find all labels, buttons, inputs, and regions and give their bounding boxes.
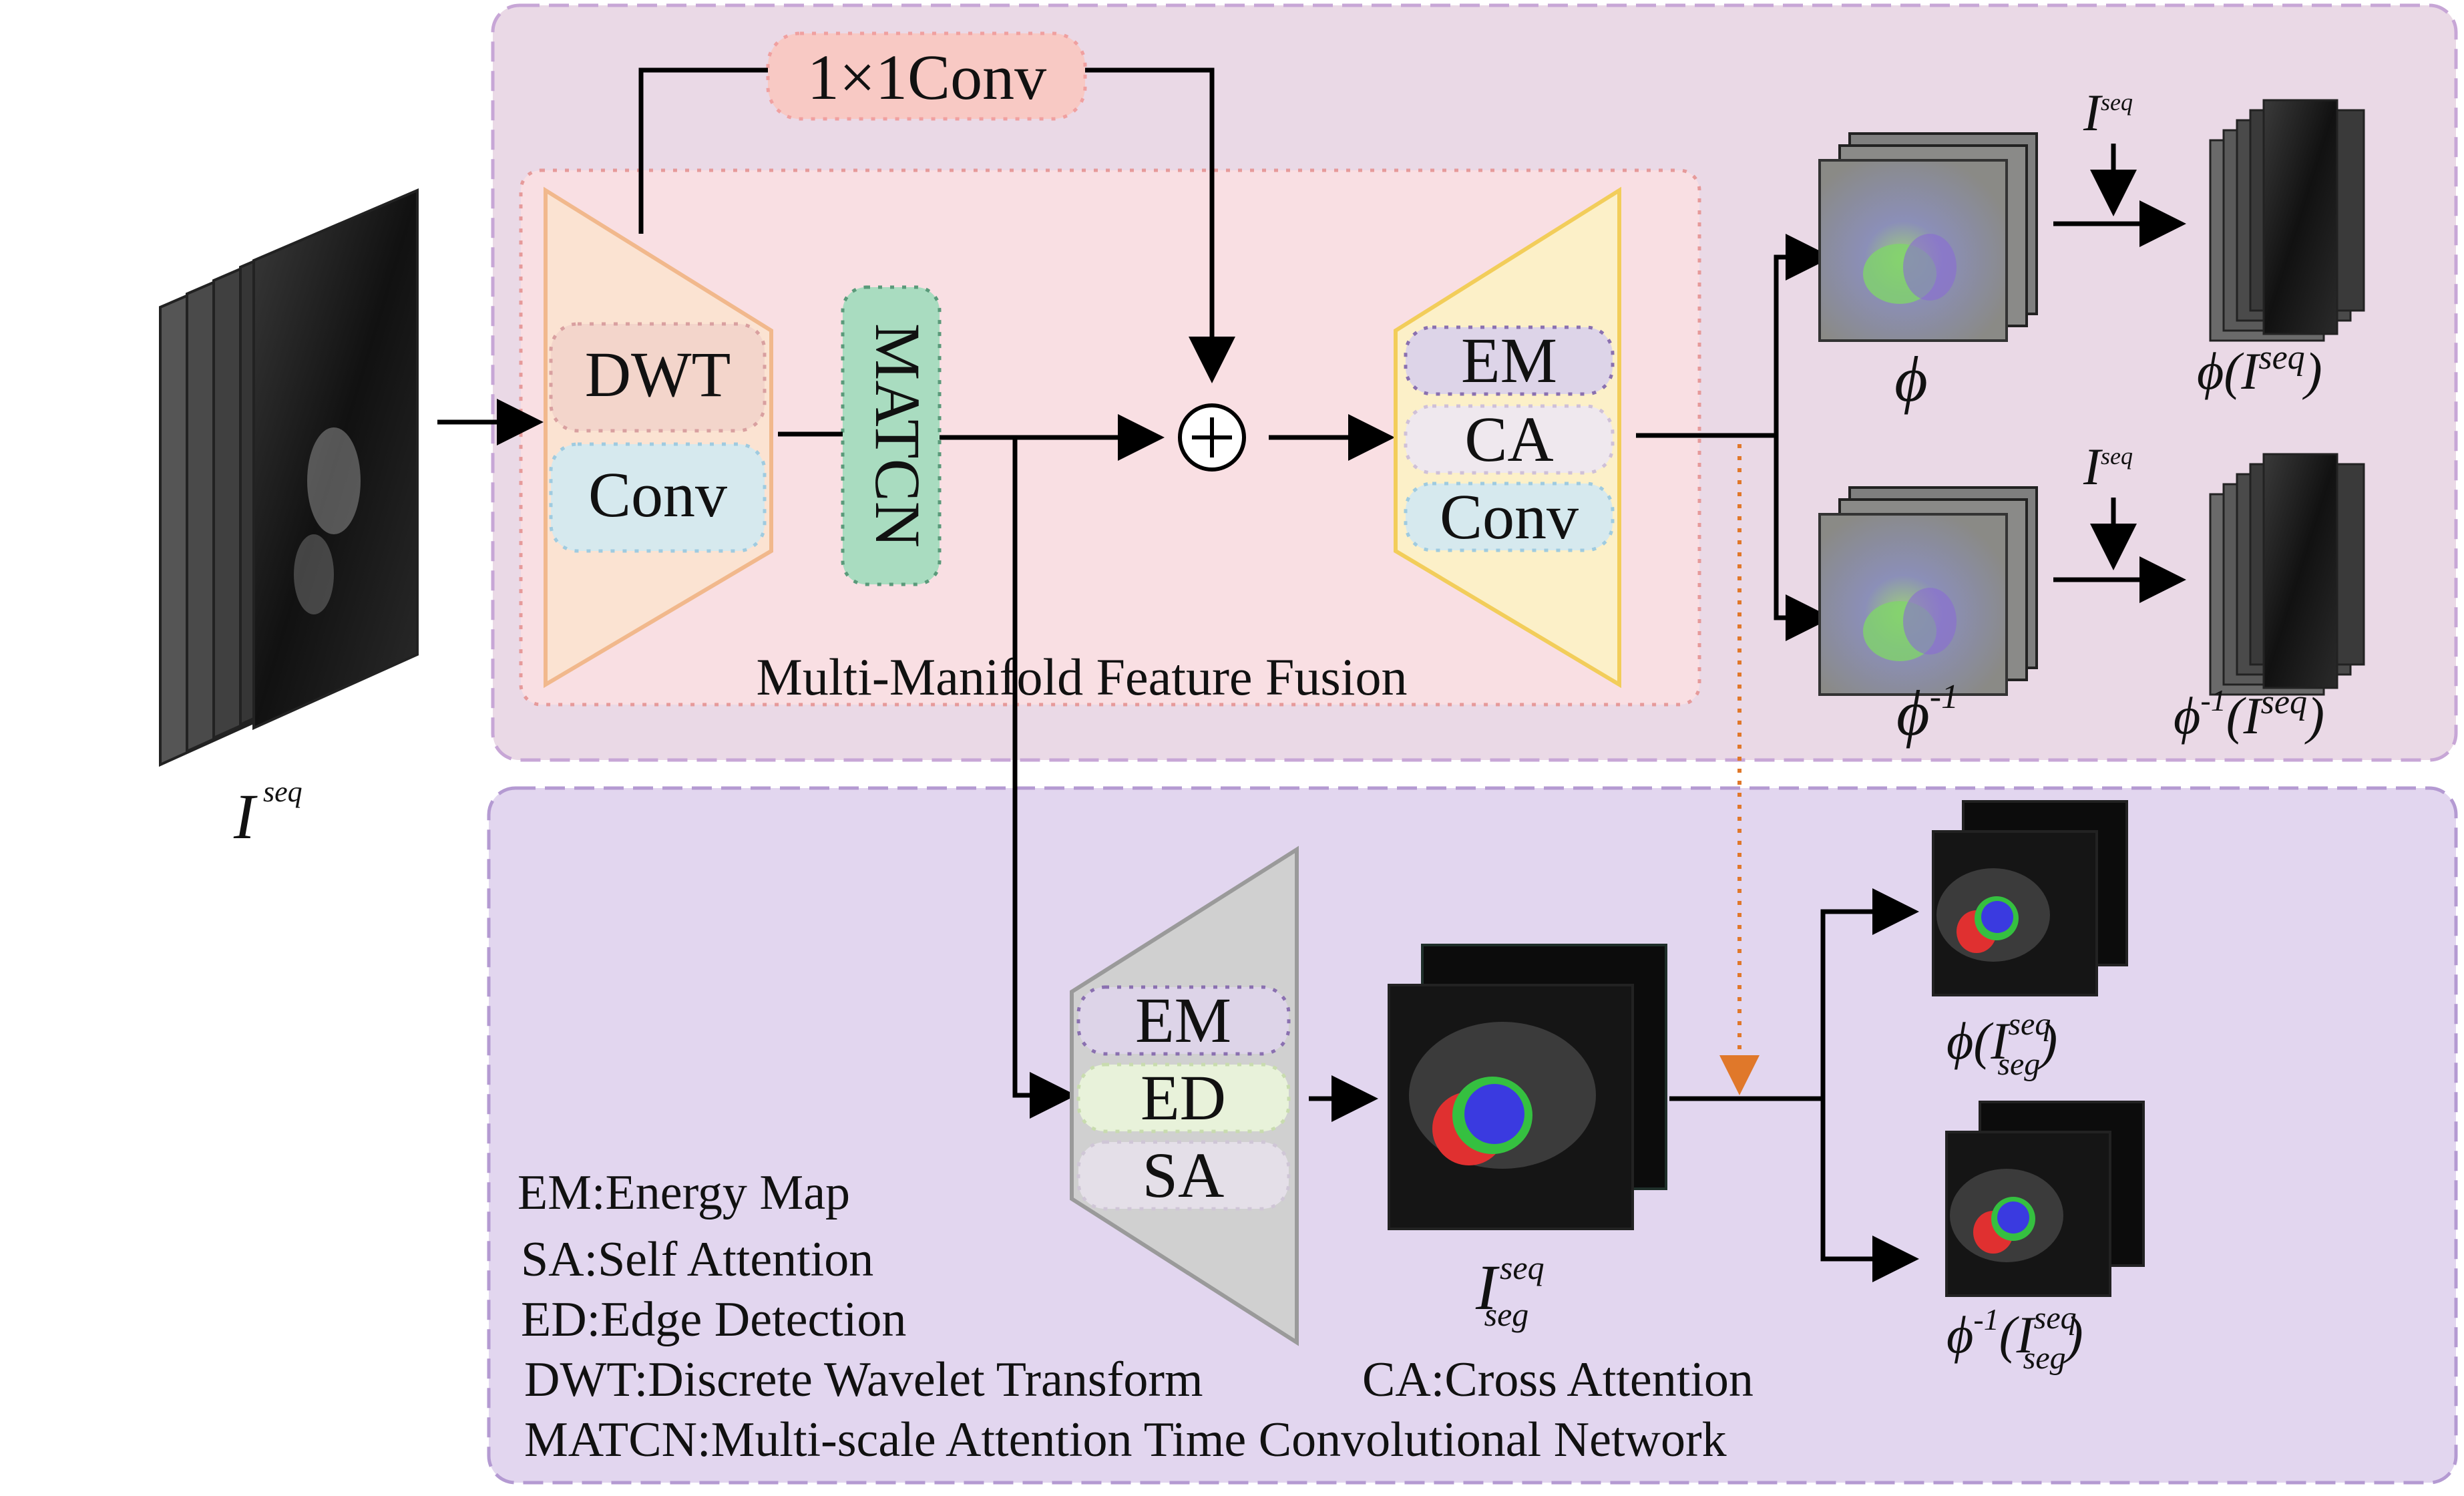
branch-phi-inv xyxy=(1774,435,1832,641)
conv-label-encoder: Conv xyxy=(588,459,727,530)
legend: EM:Energy Map SA:Self Attention ED:Edge … xyxy=(518,1165,1754,1467)
phi-label: ϕ xyxy=(1894,343,1928,415)
legend-em: EM:Energy Map xyxy=(518,1165,850,1220)
conv-label-decoder: Conv xyxy=(1440,481,1579,552)
warped-inv-mri-stack xyxy=(2209,453,2365,696)
phi-inv-label: ϕ-1 xyxy=(1896,677,1959,749)
skip-line xyxy=(638,67,768,234)
sa-block xyxy=(1076,1140,1291,1211)
dwt-label: DWT xyxy=(585,339,731,410)
em-label-seg: EM xyxy=(1135,984,1231,1056)
seg-warped-inv-stack xyxy=(1945,1101,2145,1297)
sa-label: SA xyxy=(1143,1139,1225,1211)
skip-arrow xyxy=(1085,67,1235,383)
conv-block-decoder xyxy=(1404,482,1615,552)
conv1x1-box xyxy=(766,31,1087,121)
seg-warped-stack xyxy=(1932,800,2128,996)
em-block-seg xyxy=(1076,985,1291,1056)
ca-label: CA xyxy=(1464,403,1553,475)
legend-matcn: MATCN:Multi-scale Attention Time Convolu… xyxy=(524,1413,1727,1467)
dwt-block xyxy=(549,322,767,433)
input-mri-stack xyxy=(159,188,419,767)
iseq-side-label-1: Iseq xyxy=(2083,83,2133,142)
seg-image-stack xyxy=(1388,944,1667,1230)
legend-ed: ED:Edge Detection xyxy=(521,1292,906,1347)
phi-inv-field-stack xyxy=(1818,486,2038,696)
warped-mri-stack xyxy=(2209,99,2365,342)
branch-phi xyxy=(1774,234,1832,435)
matcn-block xyxy=(841,285,942,586)
legend-dwt: DWT:Discrete Wavelet Transform xyxy=(524,1352,1203,1407)
legend-ca: CA:Cross Attention xyxy=(1362,1352,1754,1407)
ed-label: ED xyxy=(1141,1062,1226,1133)
matcn-seg-arrow xyxy=(1012,437,1076,1119)
warped-inv-label: ϕ-1(Iseq) xyxy=(2174,683,2324,745)
em-block-decoder xyxy=(1404,325,1615,396)
fusion-label: Multi-Manifold Feature Fusion xyxy=(757,648,1408,706)
iseq-side-label-2: Iseq xyxy=(2083,437,2133,496)
warped-label: ϕ(Iseq) xyxy=(2197,339,2322,400)
phi-field-stack xyxy=(1818,132,2038,342)
conv-block-encoder xyxy=(549,442,767,553)
matcn-label: MATCN xyxy=(862,323,934,548)
seg-branch-phi xyxy=(1820,888,1919,1099)
encoder-trapezoid xyxy=(544,186,773,689)
ed-block xyxy=(1076,1063,1291,1133)
ca-block xyxy=(1404,404,1615,475)
seg-branch-phi-inv xyxy=(1820,1099,1919,1282)
legend-sa: SA:Self Attention xyxy=(521,1232,873,1287)
em-label-decoder: EM xyxy=(1461,325,1557,396)
conv1x1-label: 1×1Conv xyxy=(807,41,1046,113)
